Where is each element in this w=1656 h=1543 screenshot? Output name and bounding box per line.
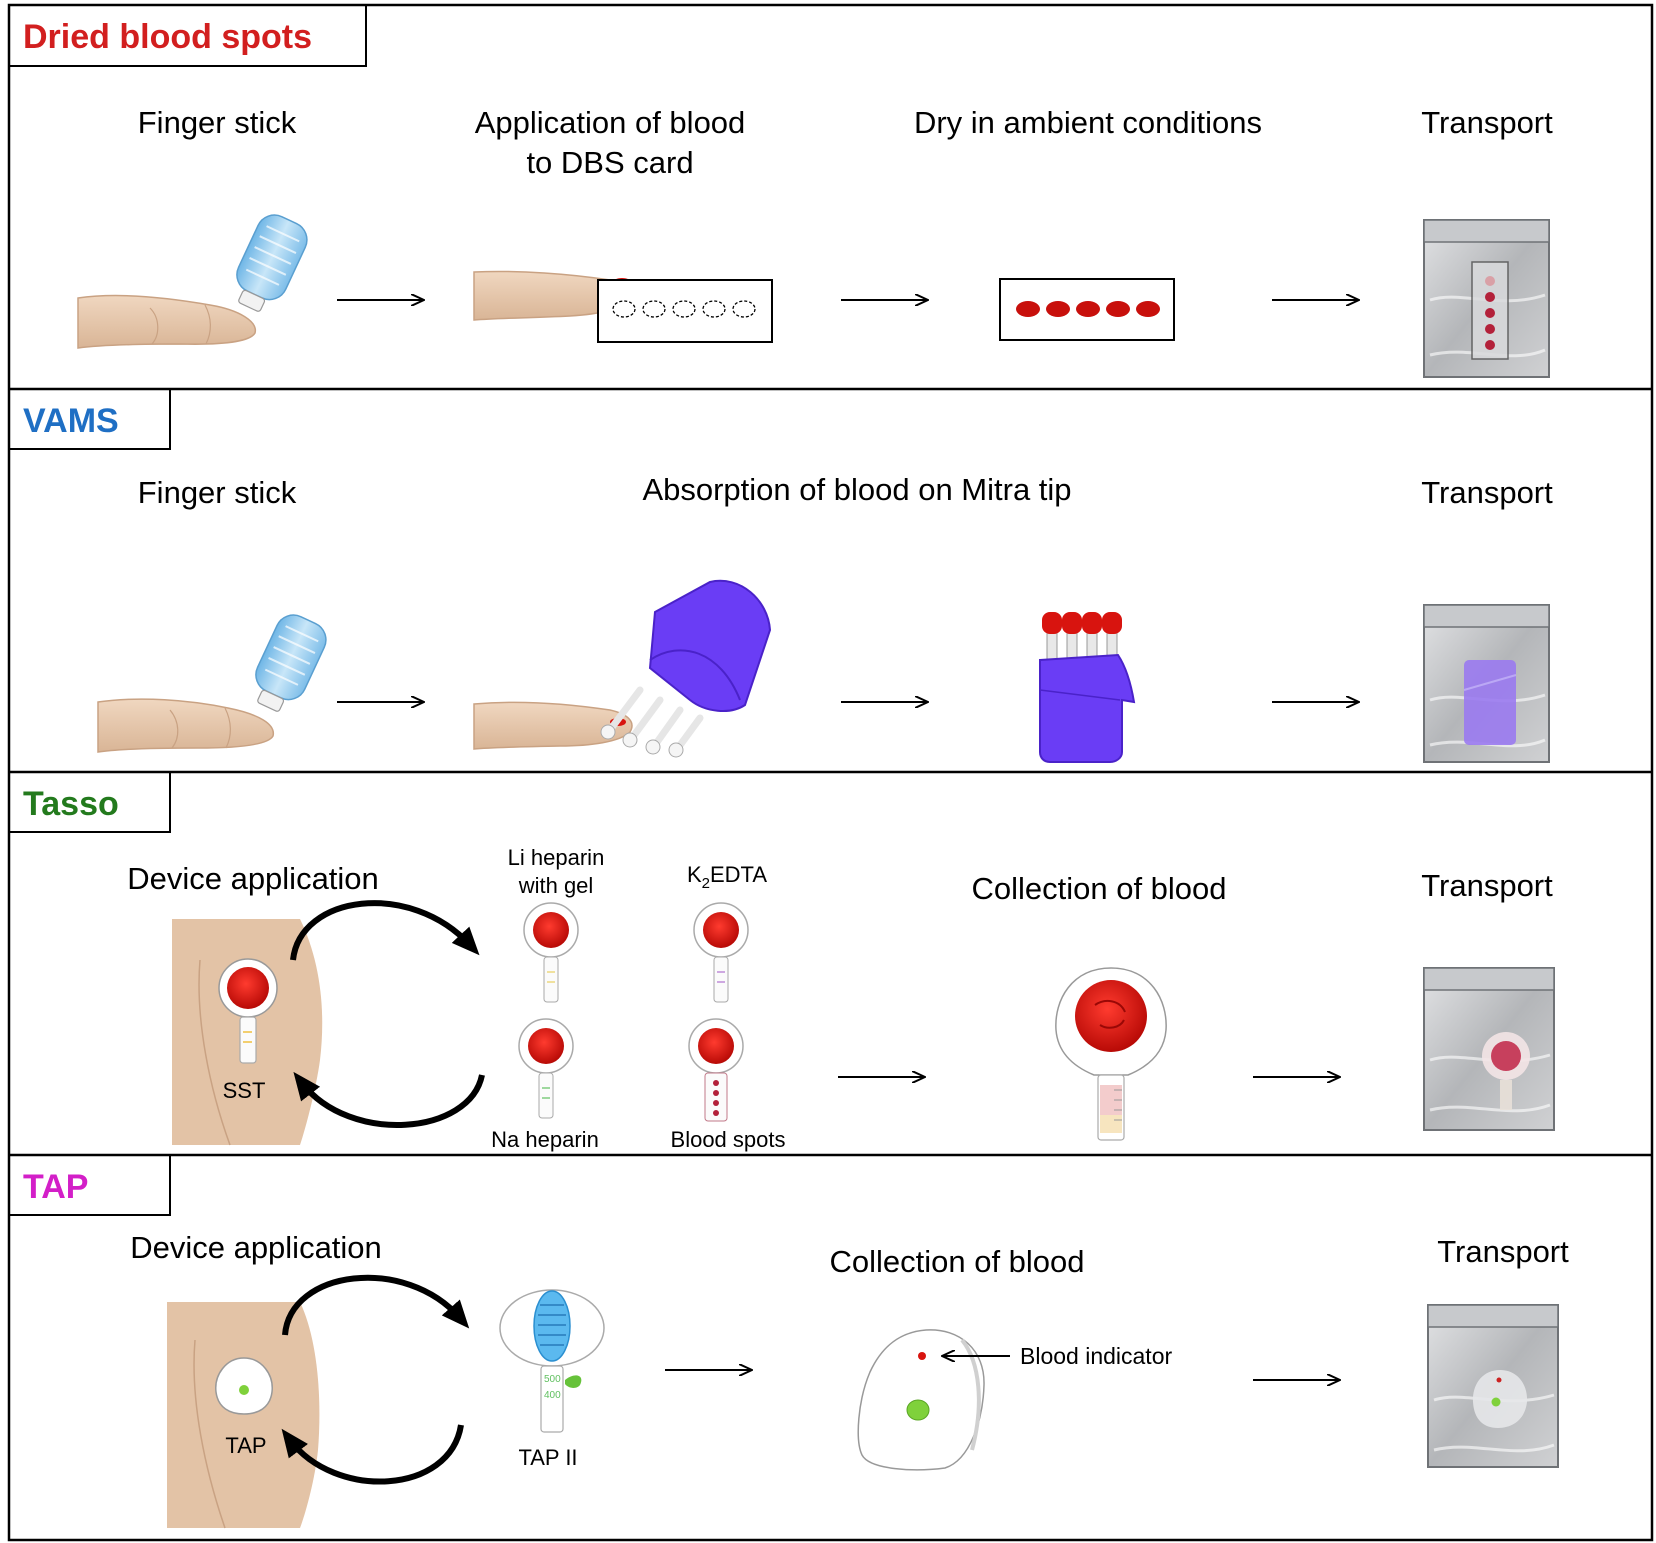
device-label: SST: [223, 1078, 266, 1103]
tap-ii-device-icon: 500 400: [499, 1289, 605, 1433]
transport-bag-icon: [1423, 219, 1550, 378]
variant-label: Blood spots: [671, 1127, 786, 1152]
mitra-clamshell-icon: [600, 579, 772, 758]
arm-icon: [167, 1302, 320, 1529]
finger-icon: [77, 294, 256, 349]
tasso-variant-li-heparin: [523, 902, 579, 1003]
step-label: Absorption of blood on Mitra tip: [642, 472, 1071, 507]
step-label: to DBS card: [526, 145, 693, 180]
step-label: Finger stick: [138, 475, 297, 510]
variant-label: Li heparin: [508, 845, 605, 870]
step-label: Transport: [1421, 475, 1553, 510]
transport-bag-icon: [1427, 1304, 1559, 1468]
transport-bag-icon: [1423, 967, 1555, 1131]
panel-tasso: Tasso Device application Collection of b…: [23, 785, 1555, 1152]
device-label: TAP: [225, 1433, 266, 1458]
panel-dried-blood-spots: Dried blood spots Finger stick Applicati…: [23, 18, 1553, 378]
step-label: Application of blood: [475, 105, 746, 140]
mitra-cartridge-icon: [1039, 612, 1136, 763]
tap-collection-icon: [857, 1329, 985, 1471]
tap-device-icon: [215, 1357, 273, 1415]
dbs-card-dried: [999, 278, 1175, 341]
finger-icon: [473, 701, 633, 750]
step-label: Transport: [1421, 105, 1553, 140]
step-label: Device application: [127, 861, 379, 896]
cycle-arrow-forward: [282, 1274, 470, 1336]
variant-label: Na heparin: [491, 1127, 599, 1152]
step-label: Collection of blood: [829, 1244, 1084, 1279]
dbs-card-empty: [597, 279, 773, 343]
panel-vams: VAMS Finger stick Absorption of blood on…: [23, 402, 1553, 763]
scale-label: 400: [544, 1390, 561, 1401]
tasso-collection-icon: [1055, 967, 1167, 1141]
cycle-arrow-forward: [290, 900, 480, 961]
cycle-arrow-back: [293, 1071, 485, 1128]
scale-label: 500: [544, 1374, 561, 1385]
panel-frames: [7, 3, 1654, 1542]
tasso-device-icon: [218, 958, 278, 1064]
lancet-icon: [255, 614, 327, 712]
step-label: Device application: [130, 1230, 382, 1265]
tasso-variant-k2edta: [693, 902, 749, 1003]
variant-label: with gel: [518, 873, 594, 898]
variant-label: K2EDTA: [687, 862, 767, 892]
tasso-variant-blood-spots: [688, 1018, 744, 1122]
indicator-label: Blood indicator: [1020, 1343, 1172, 1369]
transport-bag-icon: [1423, 604, 1550, 763]
step-label: Transport: [1437, 1234, 1569, 1269]
panel-tap: TAP Device application Collection of blo…: [23, 1168, 1569, 1529]
step-label: Collection of blood: [971, 871, 1226, 906]
cycle-arrow-back: [281, 1424, 464, 1485]
panel-title: Tasso: [23, 785, 119, 823]
step-label: Dry in ambient conditions: [914, 105, 1262, 140]
step-label: Finger stick: [138, 105, 297, 140]
step-label: Transport: [1421, 868, 1553, 903]
variant-label: TAP II: [518, 1445, 577, 1470]
panel-title: Dried blood spots: [23, 18, 312, 56]
lancet-icon: [236, 214, 308, 312]
tasso-variant-na-heparin: [518, 1018, 574, 1119]
panel-title: TAP: [23, 1168, 88, 1206]
finger-icon: [97, 698, 274, 753]
panel-title: VAMS: [23, 402, 119, 440]
